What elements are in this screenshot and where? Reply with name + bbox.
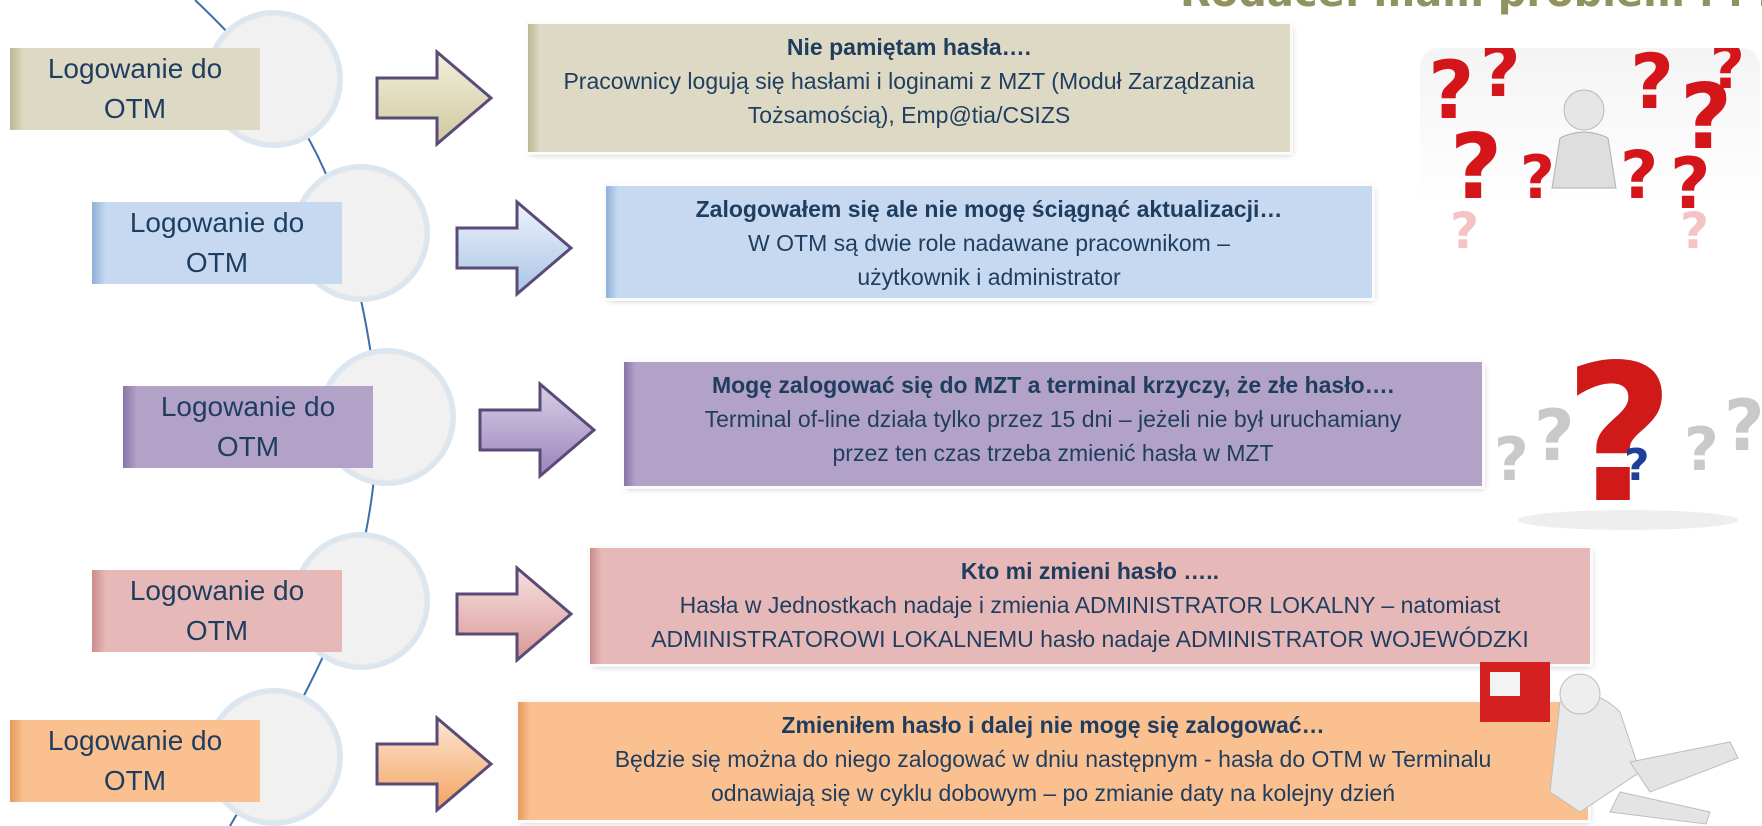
info-box-3: Mogę zalogować się do MZT a terminal krz…: [624, 362, 1482, 486]
svg-text:?: ?: [1428, 48, 1474, 137]
info-box-3-text: Terminal of-line działa tylko przez 15 d…: [704, 406, 1402, 466]
svg-text:?: ?: [1724, 385, 1762, 467]
svg-text:?: ?: [1564, 330, 1674, 540]
arrow-5-icon: [375, 714, 494, 814]
info-box-2-text: W OTM są dwie role nadawane pracownikom …: [748, 230, 1230, 290]
svg-text:?: ?: [1494, 425, 1529, 495]
info-box-5-text: Będzie się można do niego zalogować w dn…: [614, 746, 1492, 806]
info-box-3-heading: Mogę zalogować się do MZT a terminal krz…: [711, 372, 1395, 398]
info-box-4-heading: Kto mi zmieni hasło …..: [960, 558, 1220, 584]
svg-text:?: ?: [1680, 202, 1709, 260]
slide-title-fragment: Rodaceł mam problem . . .: [1180, 0, 1762, 20]
svg-text:?: ?: [1680, 65, 1732, 170]
arrow-3-icon: [478, 380, 597, 480]
info-box-1-heading: Nie pamiętam hasła….: [786, 34, 1032, 60]
arrow-1-icon: [375, 48, 494, 148]
svg-text:?: ?: [1684, 415, 1719, 485]
svg-text:?: ?: [1480, 48, 1521, 113]
question-marks-thinking-image: ? ? ? ? ? ? ? ? ? ? ?: [1420, 48, 1760, 260]
info-box-2-heading: Zalogowałem się ale nie mogę ściągnąć ak…: [695, 196, 1283, 222]
svg-text:?: ?: [1710, 48, 1745, 103]
info-box-1: Nie pamiętam hasła…. Pracownicy logują s…: [528, 24, 1290, 152]
question-marks-figure-icon: ? ? ? ? ? ?: [1494, 330, 1762, 540]
info-box-4: Kto mi zmieni hasło ….. Hasła w Jednostk…: [590, 548, 1590, 664]
info-box-2: Zalogowałem się ale nie mogę ściągnąć ak…: [606, 186, 1372, 298]
info-box-1-text: Pracownicy logują się hasłami i loginami…: [563, 68, 1255, 128]
info-box-5: Zmieniłem hasło i dalej nie mogę się zal…: [518, 702, 1588, 820]
svg-text:?: ?: [1450, 115, 1502, 220]
svg-text:?: ?: [1520, 143, 1555, 213]
svg-text:?: ?: [1534, 395, 1575, 477]
question-marks-thinking-figure-icon: ? ? ? ? ? ? ? ? ? ? ?: [1420, 48, 1760, 260]
svg-text:?: ?: [1630, 48, 1674, 126]
sitting-figure-image: [1470, 662, 1762, 826]
question-marks-image: ? ? ? ? ? ?: [1494, 330, 1762, 540]
info-box-5-heading: Zmieniłem hasło i dalej nie mogę się zal…: [781, 712, 1325, 738]
info-box-4-text: Hasła w Jednostkach nadaje i zmienia ADM…: [651, 592, 1529, 652]
arrow-4-icon: [455, 564, 574, 664]
arrow-2-icon: [455, 198, 574, 298]
svg-text:?: ?: [1450, 202, 1479, 260]
sitting-figure-icon: [1480, 662, 1739, 825]
svg-text:?: ?: [1620, 137, 1658, 214]
svg-text:?: ?: [1624, 440, 1650, 491]
